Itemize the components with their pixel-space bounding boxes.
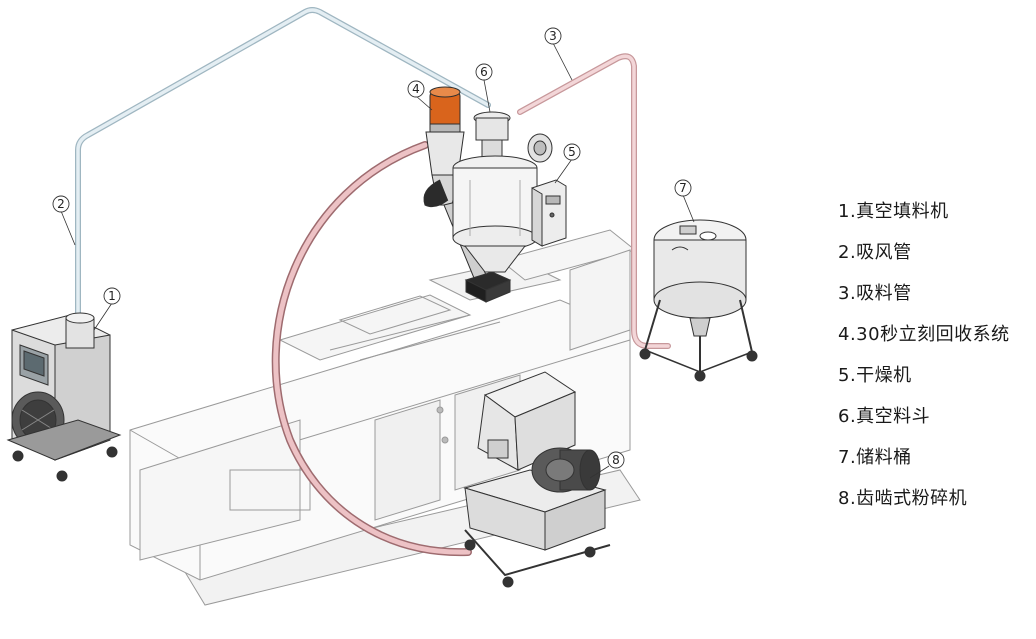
air-suction-pipe [75, 7, 491, 321]
legend-item-air-suction-pipe: 2.吸风管 [838, 242, 912, 263]
vacuum-loader [6, 312, 122, 482]
legend-item-vacuum-hopper: 6.真空料斗 [838, 406, 931, 427]
recovery-pipe [271, 141, 472, 557]
callout-circle-1: 1 [103, 287, 121, 305]
svg-text:4: 4 [412, 82, 420, 96]
dryer-control-box [531, 179, 567, 247]
svg-text:6: 6 [480, 65, 488, 79]
legend-item-material-suction-pipe: 3.吸料管 [838, 283, 912, 304]
svg-text:8: 8 [612, 453, 620, 467]
storage-bin [639, 219, 758, 382]
legend-item-recovery-system: 4.30秒立刻回收系统 [838, 324, 1010, 345]
callout-circle-6: 6 [475, 63, 493, 81]
legend-item-granulator: 8.齿啮式粉碎机 [838, 488, 968, 509]
vacuum-hopper [452, 111, 553, 303]
svg-text:5: 5 [568, 145, 576, 159]
granulator [463, 371, 611, 588]
callout-circle-5: 5 [563, 143, 581, 161]
material-suction-pipe [517, 53, 671, 349]
svg-text:2: 2 [57, 197, 65, 211]
legend-item-storage-bin: 7.储料桶 [838, 447, 912, 468]
callout-circle-3: 3 [544, 27, 562, 45]
legend-item-vacuum-loader: 1.真空填料机 [838, 201, 949, 222]
svg-text:1: 1 [108, 289, 116, 303]
legend: 1.真空填料机 2.吸风管 3.吸料管 4.30秒立刻回收系统 5.干燥机 6.… [838, 198, 1034, 526]
svg-text:3: 3 [549, 29, 557, 43]
callout-leaders [60, 42, 695, 479]
callout-circle-8: 8 [607, 451, 625, 469]
callout-circle-7: 7 [674, 179, 692, 197]
legend-item-dryer: 5.干燥机 [838, 365, 912, 386]
callout-circle-4: 4 [407, 80, 425, 98]
svg-text:7: 7 [679, 181, 687, 195]
callout-circle-2: 2 [52, 195, 70, 213]
